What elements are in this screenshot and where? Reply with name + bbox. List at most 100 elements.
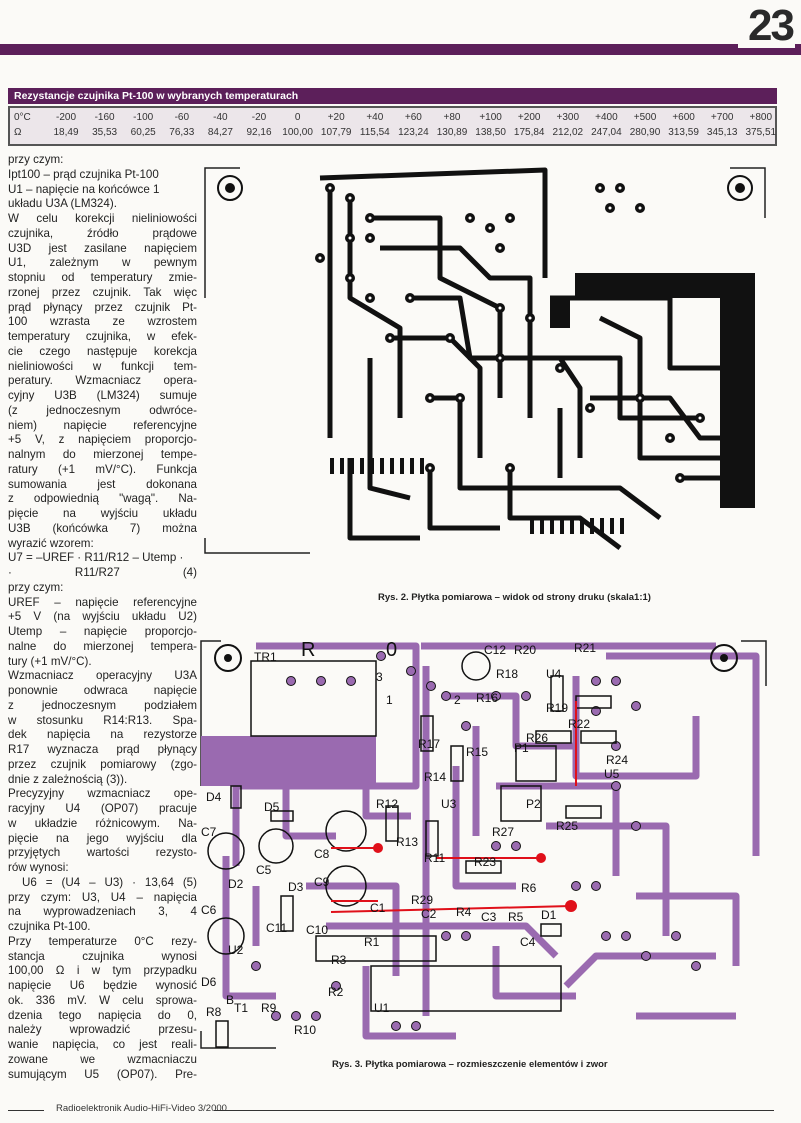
text-line: +5 V, z napięciem proporcjo- (8, 433, 197, 447)
pad-hole (618, 186, 622, 190)
table-cell-resistance: 107,79 (320, 127, 352, 138)
pcb-pads (315, 183, 705, 483)
component-label: U5 (604, 767, 620, 781)
component-label: R26 (526, 731, 548, 745)
text-line: 100,00 Ω i w tym przypadku (8, 964, 197, 978)
text-line: stopniu od temperatury zmie- (8, 271, 197, 284)
table-cell-temperature: +60 (404, 112, 422, 123)
figure3-caption: Rys. 3. Płytka pomiarowa – rozmieszczeni… (332, 1059, 608, 1070)
table-cell-resistance: 138,50 (475, 127, 506, 138)
text-line: racyjny U4 (OP07) pracuje (8, 802, 197, 815)
table-cell-temperature: +80 (443, 112, 461, 123)
component-label: T1 (234, 1001, 248, 1015)
footer-publication: Radioelektronik Audio-HiFi-Video 3/2000 (56, 1103, 227, 1114)
text-line: w układzie różnicowym. Na- (8, 816, 197, 830)
pad (621, 931, 631, 941)
text-line: pięcie na jego wyjściu dla (8, 831, 197, 845)
component-label: C1 (370, 901, 386, 915)
text-line: sumującym U5 (OP07). Pre- (8, 1067, 197, 1081)
text-line: pięcie na wyjściu układu (8, 507, 197, 520)
component-label: R16 (476, 691, 498, 705)
pad-hole (458, 396, 462, 400)
row-header-temperature: 0°C (14, 112, 31, 123)
component-label: R14 (424, 770, 446, 784)
edge-connector-pad (380, 458, 384, 474)
figure-pcb-copper-side (204, 167, 766, 554)
edge-connector-pad (330, 458, 334, 474)
edge-connector-pad (620, 518, 624, 534)
component-label: U1 (374, 1001, 390, 1015)
table-cell-resistance: 313,59 (668, 127, 699, 138)
table-cell-resistance: 76,33 (169, 127, 195, 138)
connector-pads (330, 458, 624, 534)
component-label: U4 (546, 667, 562, 681)
pad-hole (368, 236, 372, 240)
text-line: z odpowiednią "wagą". Na- (8, 492, 197, 506)
pad-hole (348, 196, 352, 200)
table-cell-temperature: +300 (556, 112, 580, 123)
mounting-hole-icon (727, 175, 753, 201)
table-cell-temperature: +40 (366, 112, 384, 123)
pad-hole (498, 246, 502, 250)
pad (611, 781, 621, 791)
pad (331, 981, 341, 991)
pad-hole (428, 466, 432, 470)
pad-hole (428, 396, 432, 400)
component-label: R12 (376, 797, 398, 811)
edge-connector-pad (540, 518, 544, 534)
pad (291, 1011, 301, 1021)
component-label: R25 (556, 819, 578, 833)
edge-connector-pad (550, 518, 554, 534)
pad (316, 676, 326, 686)
pad-hole (638, 396, 642, 400)
footer-rule-left (8, 1110, 44, 1111)
pad-hole (558, 366, 562, 370)
component-label: R8 (206, 1005, 222, 1019)
edge-connector-pad (560, 518, 564, 534)
table-cell-temperature: -100 (133, 112, 154, 123)
text-line: niem) napięcie referencyjne (8, 418, 197, 432)
text-line: układu U3A (LM324). (8, 197, 117, 211)
table-cell-resistance: 84,27 (207, 127, 233, 138)
table-cell-resistance: 35,53 (92, 127, 118, 138)
pad (411, 1021, 421, 1031)
table-cell-resistance: 18,49 (53, 127, 79, 138)
edge-connector-pad (610, 518, 614, 534)
edge-connector-pad (570, 518, 574, 534)
pad (441, 691, 451, 701)
text-line: U6 = (U4 – U3) · 13,64 (5) (22, 875, 197, 889)
pad (406, 666, 416, 676)
text-line: przy czym: (8, 580, 64, 594)
component-label: P1 (514, 741, 529, 755)
table-cell-temperature: -20 (251, 112, 267, 123)
table-title: Rezystancje czujnika Pt-100 w wybranych … (8, 88, 777, 104)
pad (691, 961, 701, 971)
component-label: D1 (541, 908, 557, 922)
text-line: przy czym: U3, U4 – napięcia (8, 890, 197, 904)
table-cell-resistance: 60,25 (130, 127, 156, 138)
text-line: dnie z zależnością (3)). (8, 772, 128, 786)
text-line: cie czego następuje korekcja (8, 344, 197, 358)
component-label: B (226, 993, 234, 1007)
pad (571, 881, 581, 891)
component-label: R15 (466, 745, 488, 759)
table-cell-temperature: +800 (749, 112, 773, 123)
text-line: w stosunku R14:R13. Spa- (8, 713, 197, 727)
table-cell-resistance: 92,16 (246, 127, 272, 138)
table-cell-temperature: -160 (94, 112, 115, 123)
text-line: wyrazić wzorem: (8, 536, 94, 550)
pad (286, 676, 296, 686)
pad-hole (528, 316, 532, 320)
text-line: ratury (+1 mV/°C). Funkcja (8, 462, 197, 476)
edge-connector-pad (360, 458, 364, 474)
table-cell-resistance: 115,54 (359, 127, 390, 138)
edge-connector-pad (390, 458, 394, 474)
figure2-caption: Rys. 2. Płytka pomiarowa – widok od stro… (378, 592, 651, 603)
edge-connector-pad (420, 458, 424, 474)
table-cell-temperature: -200 (55, 112, 76, 123)
component-label: C4 (520, 935, 536, 949)
component-label: 2 (454, 693, 461, 707)
pad (671, 931, 681, 941)
